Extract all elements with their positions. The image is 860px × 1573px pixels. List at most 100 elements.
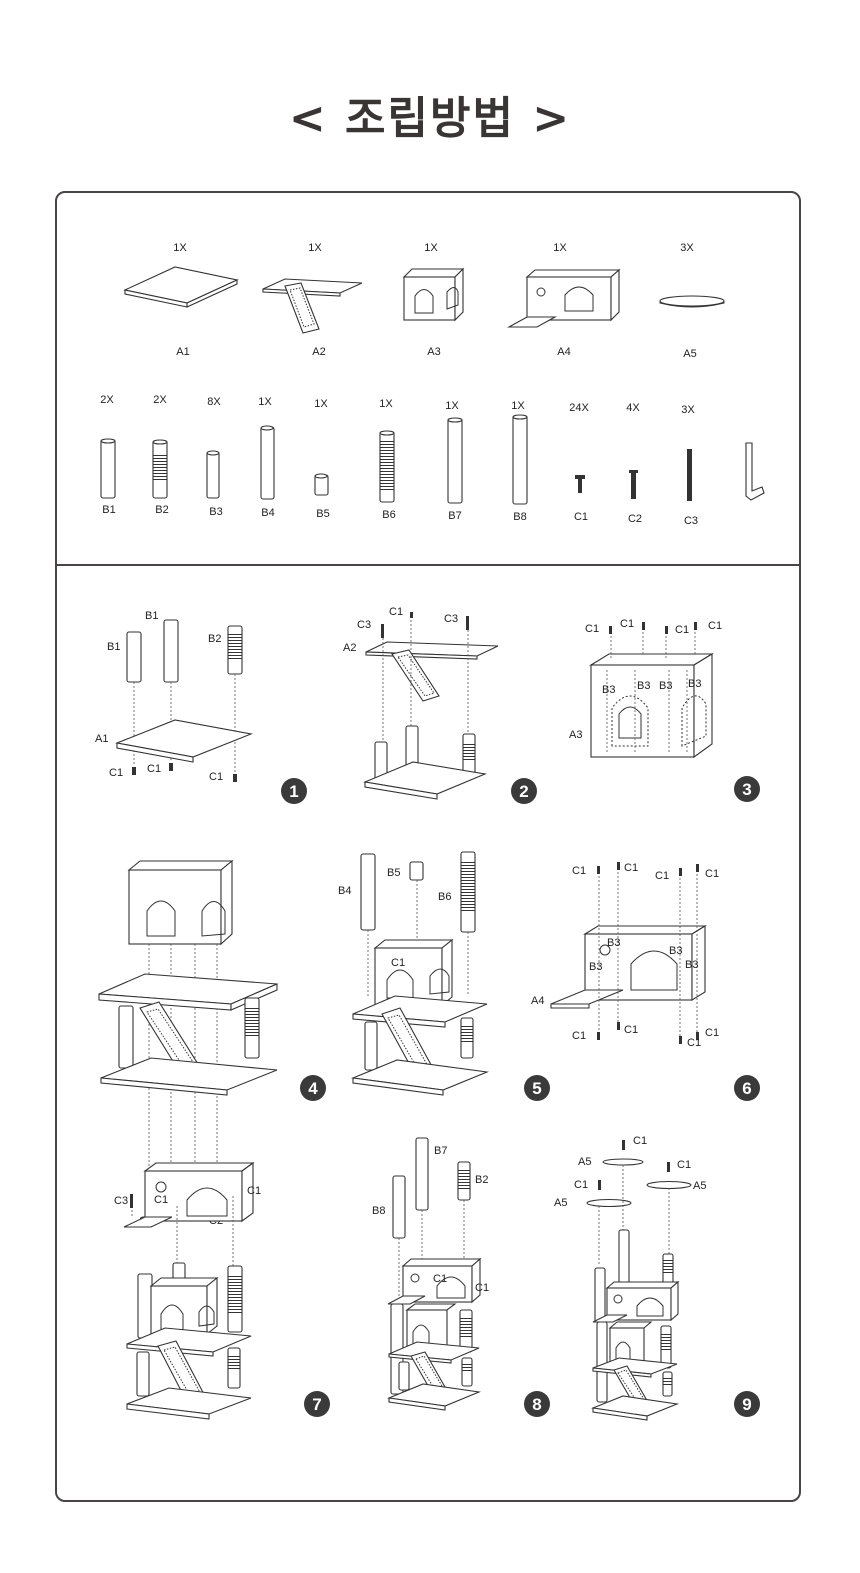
code-c3: C3 xyxy=(684,515,698,527)
step-3-label: B3 xyxy=(688,678,701,690)
screw-c1-icon xyxy=(575,475,585,493)
qty-b3: 8X xyxy=(207,396,221,408)
step-9-number: 9 xyxy=(742,1395,751,1414)
step-3-label: A3 xyxy=(569,729,582,741)
qty-b4: 1X xyxy=(258,396,272,408)
step-3-label: C1 xyxy=(708,620,722,632)
step-9-label: C1 xyxy=(633,1135,647,1147)
qty-a5: 3X xyxy=(680,242,694,254)
board-a2-drawing xyxy=(262,278,363,334)
step-4: C2 C2 C2 C2 xyxy=(98,859,278,1227)
qty-b6: 1X xyxy=(379,398,393,410)
qty-c2: 4X xyxy=(626,402,640,414)
code-b2: B2 xyxy=(155,504,168,516)
qty-c1: 24X xyxy=(569,402,589,414)
step-3-number: 3 xyxy=(742,780,751,799)
step-8: B7 B2 B8 C1 C1 xyxy=(372,1137,489,1411)
code-c1: C1 xyxy=(574,511,588,523)
step-1-number: 1 xyxy=(289,782,298,801)
code-b6: B6 xyxy=(382,509,395,521)
step-6: C1 C1 C1 C1 B3 B3 B3 B3 A4 C1 C1 C1 C1 xyxy=(531,862,719,1049)
step-2-label: C3 xyxy=(444,613,458,625)
step-5: B5 B4 B6 C1 xyxy=(338,851,490,1096)
step-2: C1 C3 C3 A2 xyxy=(343,606,499,800)
step-7-label: C3 xyxy=(114,1195,128,1207)
step-6-label: B3 xyxy=(685,959,698,971)
assembly-steps: B1 B1 B2 A1 C1 C1 C1 1 xyxy=(95,606,760,1421)
step-3-label: C1 xyxy=(675,624,689,636)
step-2-label: C3 xyxy=(357,619,371,631)
box-a3-drawing xyxy=(402,267,465,322)
assembly-instructions-frame: 1X A1 1X A2 1X A3 1X xyxy=(55,191,801,1502)
step-2-label: A2 xyxy=(343,642,356,654)
code-c2: C2 xyxy=(628,513,642,525)
board-a1-drawing xyxy=(123,266,239,308)
qty-a1: 1X xyxy=(173,242,187,254)
step-9: C1 A5 C1 C1 A5 A5 xyxy=(554,1135,706,1421)
step-1-label: B1 xyxy=(145,610,158,622)
step-3-badge: 3 xyxy=(734,776,760,802)
step-8-number: 8 xyxy=(532,1395,541,1414)
parts-list: 1X A1 1X A2 1X A3 1X xyxy=(100,242,765,527)
qty-b1: 2X xyxy=(100,394,114,406)
step-8-label: B8 xyxy=(372,1205,385,1217)
qty-a4: 1X xyxy=(553,242,567,254)
step-3-label: B3 xyxy=(602,684,615,696)
step-9-label: C1 xyxy=(677,1159,691,1171)
step-6-number: 6 xyxy=(742,1079,751,1098)
step-5-number: 5 xyxy=(532,1079,541,1098)
posts-row: 2X B1 2X B2 8X B3 1X B4 1X B5 xyxy=(100,394,765,527)
step-1-label: B1 xyxy=(107,641,120,653)
step-8-label: C1 xyxy=(475,1282,489,1294)
step-9-badge: 9 xyxy=(734,1391,760,1417)
code-b7: B7 xyxy=(448,510,461,522)
qty-b7: 1X xyxy=(445,400,459,412)
step-1-label: B2 xyxy=(208,633,221,645)
qty-b8: 1X xyxy=(511,400,525,412)
step-5-label: B5 xyxy=(387,867,400,879)
step-8-badge: 8 xyxy=(524,1391,550,1417)
step-9-label: A5 xyxy=(554,1197,567,1209)
step-2-badge: 2 xyxy=(511,778,537,804)
step-1-badge: 1 xyxy=(281,778,307,804)
qty-a2: 1X xyxy=(308,242,322,254)
step-6-label: A4 xyxy=(531,995,544,1007)
step-7-label: C1 xyxy=(154,1194,168,1206)
step-3-label: C1 xyxy=(585,623,599,635)
code-b1: B1 xyxy=(102,504,115,516)
code-a2: A2 xyxy=(312,346,325,358)
qty-c3: 3X xyxy=(681,404,695,416)
step-1-label: C1 xyxy=(109,767,123,779)
allen-key-icon xyxy=(745,442,765,501)
step-6-badge: 6 xyxy=(734,1075,760,1101)
step-4-badge: 4 xyxy=(300,1075,326,1101)
step-7-number: 7 xyxy=(312,1395,321,1414)
step-1-label: A1 xyxy=(95,733,108,745)
step-6-label: C1 xyxy=(624,1024,638,1036)
code-b4: B4 xyxy=(261,507,274,519)
step-3-label: B3 xyxy=(637,680,650,692)
step-7-badge: 7 xyxy=(304,1391,330,1417)
step-9-label: C1 xyxy=(574,1179,588,1191)
step-6-label: C1 xyxy=(705,1027,719,1039)
house-a4-drawing xyxy=(506,268,621,328)
step-8-label: B2 xyxy=(475,1174,488,1186)
step-5-badge: 5 xyxy=(524,1075,550,1101)
step-7-label: C1 xyxy=(247,1185,261,1197)
step-5-label: B6 xyxy=(438,891,451,903)
step-6-label: C1 xyxy=(655,870,669,882)
qty-a3: 1X xyxy=(424,242,438,254)
step-6-label: C1 xyxy=(687,1037,701,1049)
qty-b5: 1X xyxy=(314,398,328,410)
step-5-label: B4 xyxy=(338,885,351,897)
code-a1: A1 xyxy=(176,346,189,358)
step-1-label: C1 xyxy=(147,763,161,775)
step-6-label: B3 xyxy=(589,961,602,973)
section-divider xyxy=(57,564,799,566)
step-6-label: B3 xyxy=(607,937,620,949)
code-b8: B8 xyxy=(513,511,526,523)
page-title: < 조립방법 > xyxy=(288,93,572,144)
disc-a5-drawing xyxy=(659,295,725,308)
step-6-label: B3 xyxy=(669,945,682,957)
screw-c2-icon xyxy=(629,470,638,499)
